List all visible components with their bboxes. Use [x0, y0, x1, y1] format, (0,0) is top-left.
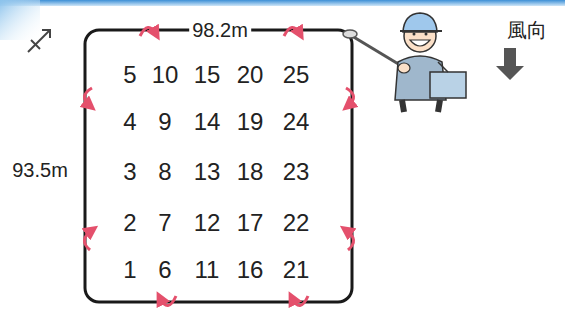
plot-number: 11 [195, 258, 220, 282]
plot-number: 14 [194, 110, 221, 134]
wind-label: 風向 [507, 20, 547, 40]
plot-number: 13 [194, 160, 221, 184]
plot-number: 24 [283, 110, 310, 134]
plot-number: 25 [283, 63, 310, 87]
plot-number: 2 [123, 211, 136, 235]
plot-number: 23 [283, 160, 310, 184]
turn-arrows [84, 27, 353, 305]
field-outline [85, 30, 352, 302]
plot-number: 6 [158, 258, 171, 282]
plot-number: 8 [158, 160, 171, 184]
north-marker [28, 30, 50, 52]
plot-number: 20 [237, 63, 264, 87]
plot-number: 15 [194, 63, 221, 87]
plot-number: 7 [158, 211, 171, 235]
plot-number: 5 [123, 63, 136, 87]
plot-number: 16 [237, 258, 264, 282]
plot-number: 1 [123, 258, 136, 282]
top-band [0, 0, 565, 6]
plot-number: 19 [237, 110, 264, 134]
plot-number: 12 [194, 211, 221, 235]
plot-number: 10 [152, 63, 179, 87]
corner-shade [0, 0, 40, 40]
wind-arrow [496, 48, 524, 80]
worker-figure [343, 13, 466, 112]
plot-number: 21 [283, 258, 310, 282]
width-dimension: 98.2m [189, 20, 251, 40]
plot-number: 3 [123, 160, 136, 184]
plot-number: 9 [158, 110, 171, 134]
plot-number: 4 [123, 110, 136, 134]
plot-number: 18 [237, 160, 264, 184]
plot-number: 17 [237, 211, 264, 235]
plot-number: 22 [283, 211, 310, 235]
height-dimension: 93.5m [9, 160, 71, 180]
